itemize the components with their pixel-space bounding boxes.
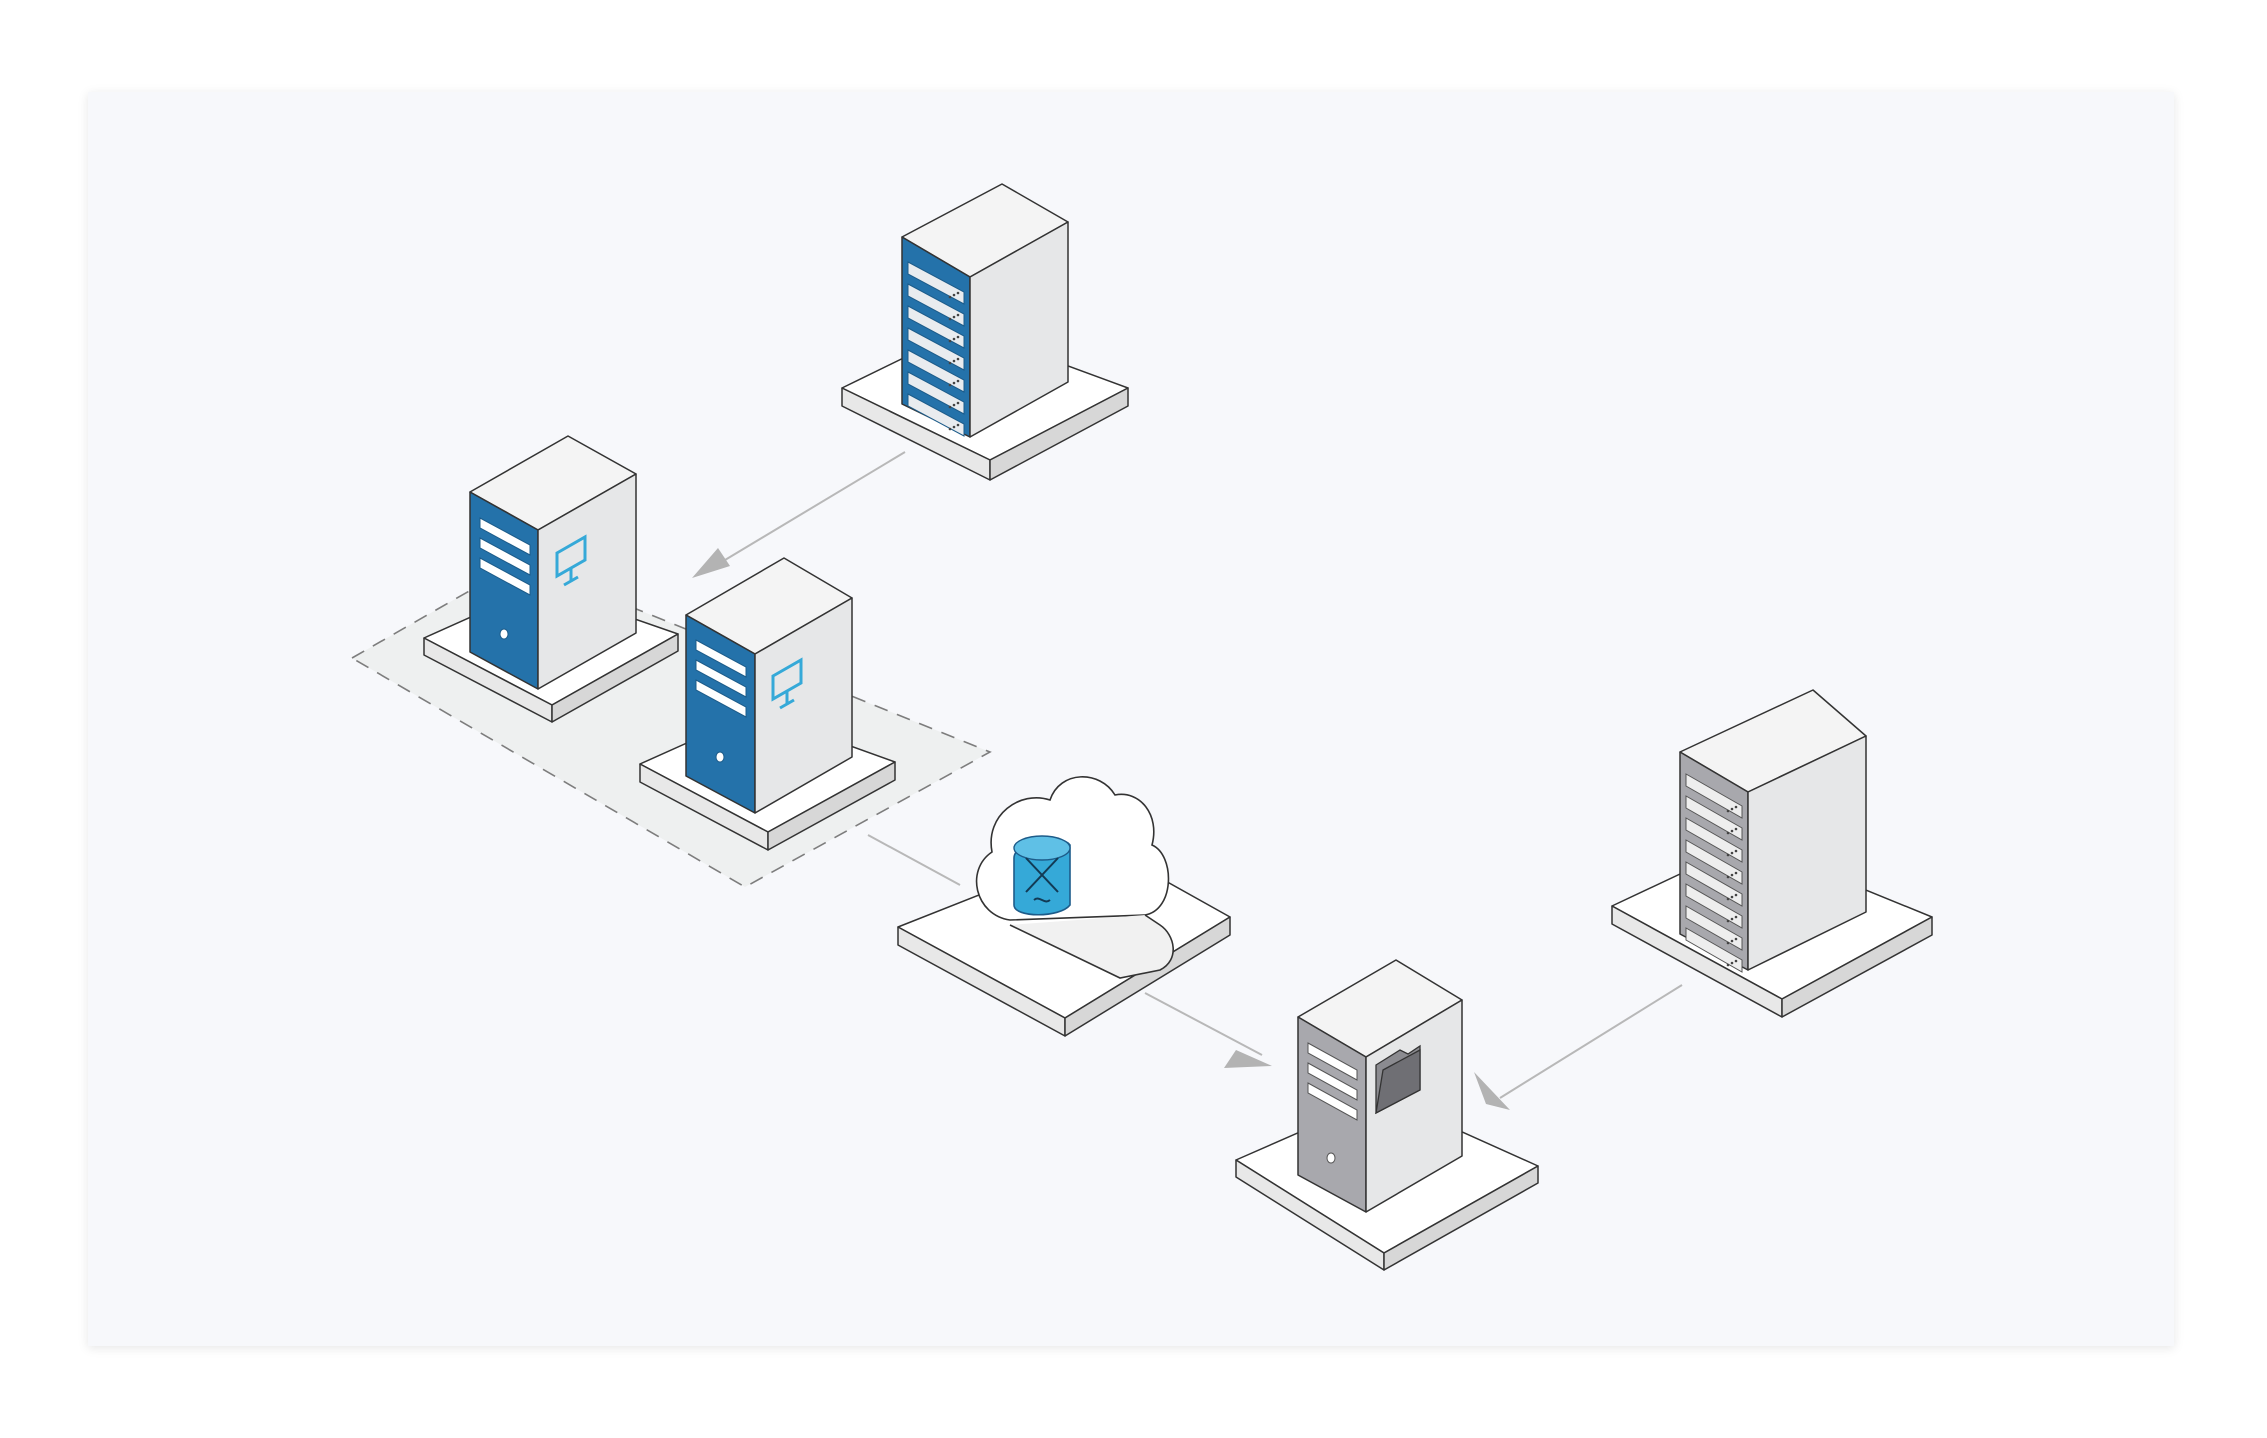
rack-slot-led bbox=[956, 291, 960, 295]
workstation-group-region bbox=[350, 561, 992, 888]
rack-slot bbox=[1685, 839, 1743, 885]
rack-slot-led bbox=[1734, 937, 1738, 941]
rack-slot-led bbox=[1730, 851, 1734, 855]
rack-slot-led bbox=[1726, 941, 1730, 945]
rack-server-right[interactable] bbox=[1611, 689, 1933, 1018]
rack-slot bbox=[907, 371, 965, 415]
rack-slot-led bbox=[1734, 849, 1738, 853]
router-icon bbox=[1013, 835, 1071, 916]
rack-slot-led bbox=[948, 427, 952, 431]
rack-slot-led bbox=[952, 359, 956, 363]
workstation-left[interactable] bbox=[423, 435, 679, 723]
rack-slot-led bbox=[1730, 961, 1734, 965]
rack-slot-led bbox=[956, 401, 960, 405]
tower-body bbox=[1297, 959, 1463, 1213]
rack-slot-led bbox=[956, 379, 960, 383]
rack-slot-led bbox=[952, 425, 956, 429]
rack-slot-led bbox=[956, 313, 960, 317]
cloud-network[interactable] bbox=[897, 776, 1231, 1037]
server-rack-icon bbox=[1685, 773, 1743, 973]
rack-slot-led bbox=[956, 335, 960, 339]
rack-slot-led bbox=[1734, 805, 1738, 809]
rack-slot-led bbox=[952, 403, 956, 407]
rack-slot-led bbox=[948, 361, 952, 365]
rack-slot-led bbox=[1726, 963, 1730, 967]
rack-slot-led bbox=[1726, 897, 1730, 901]
rack-slot-led bbox=[1726, 875, 1730, 879]
connector-top-to-group bbox=[704, 451, 906, 573]
arrowheads bbox=[692, 548, 1510, 1110]
network-diagram bbox=[350, 183, 1933, 1271]
rack-slot-led bbox=[1730, 917, 1734, 921]
rack-slot-led bbox=[952, 293, 956, 297]
arrowhead-to-fileserver-left bbox=[1224, 1050, 1272, 1068]
rack-slot-led bbox=[956, 423, 960, 427]
rack-slot bbox=[1685, 883, 1743, 929]
rack-slot-led bbox=[948, 295, 952, 299]
rack-slot bbox=[907, 327, 965, 371]
vent-slots bbox=[695, 639, 747, 763]
folder-icon bbox=[1375, 1044, 1421, 1115]
rack-slot bbox=[907, 283, 965, 327]
rack-slot bbox=[1685, 927, 1743, 973]
rack-slot-led bbox=[948, 383, 952, 387]
rack-slot bbox=[907, 393, 965, 437]
rack-slot-led bbox=[1734, 871, 1738, 875]
file-server[interactable] bbox=[1235, 959, 1539, 1271]
rack-slot bbox=[1685, 773, 1743, 819]
rack-slot-led bbox=[948, 405, 952, 409]
connectors bbox=[704, 451, 1683, 1099]
rack-slot bbox=[1685, 905, 1743, 951]
vent-slots bbox=[1307, 1042, 1358, 1164]
rack-slot bbox=[1685, 795, 1743, 841]
connector-group-to-cloud bbox=[867, 834, 961, 886]
rack-slot-led bbox=[1730, 939, 1734, 943]
vent-slots bbox=[479, 517, 531, 640]
rack-slot-led bbox=[1726, 809, 1730, 813]
arrowhead-to-fileserver-right bbox=[1474, 1072, 1510, 1110]
rack-slot-led bbox=[1734, 827, 1738, 831]
rack-slot-led bbox=[956, 357, 960, 361]
rack-slot-led bbox=[948, 339, 952, 343]
rack-slot bbox=[907, 305, 965, 349]
rack-slot-led bbox=[1726, 853, 1730, 857]
rack-slot-led bbox=[1734, 915, 1738, 919]
connector-cloud-to-fileserver bbox=[1144, 992, 1263, 1056]
monitor-icon bbox=[771, 657, 803, 710]
rack-server-top[interactable] bbox=[841, 183, 1129, 481]
server-rack-icon bbox=[907, 261, 965, 437]
rack-slot bbox=[907, 349, 965, 393]
rack-slot-led bbox=[1734, 893, 1738, 897]
workstation-right[interactable] bbox=[639, 557, 896, 851]
monitor-icon bbox=[555, 534, 587, 587]
rack-slot-led bbox=[1726, 919, 1730, 923]
rack-slot-led bbox=[952, 315, 956, 319]
rack-slot bbox=[1685, 861, 1743, 907]
rack-slot-led bbox=[1730, 873, 1734, 877]
rack-slot-led bbox=[1730, 895, 1734, 899]
rack-slot-led bbox=[948, 317, 952, 321]
connector-rack-to-fileserver bbox=[1499, 984, 1683, 1099]
rack-slot-led bbox=[1730, 807, 1734, 811]
arrowhead-to-group bbox=[692, 548, 730, 578]
rack-slot bbox=[1685, 817, 1743, 863]
rack-slot-led bbox=[1726, 831, 1730, 835]
rack-slot-led bbox=[952, 337, 956, 341]
rack-slot-led bbox=[1734, 959, 1738, 963]
rack-slot-led bbox=[952, 381, 956, 385]
rack-slot bbox=[907, 261, 965, 305]
rack-slot-led bbox=[1730, 829, 1734, 833]
diagram-canvas bbox=[88, 92, 2174, 1346]
